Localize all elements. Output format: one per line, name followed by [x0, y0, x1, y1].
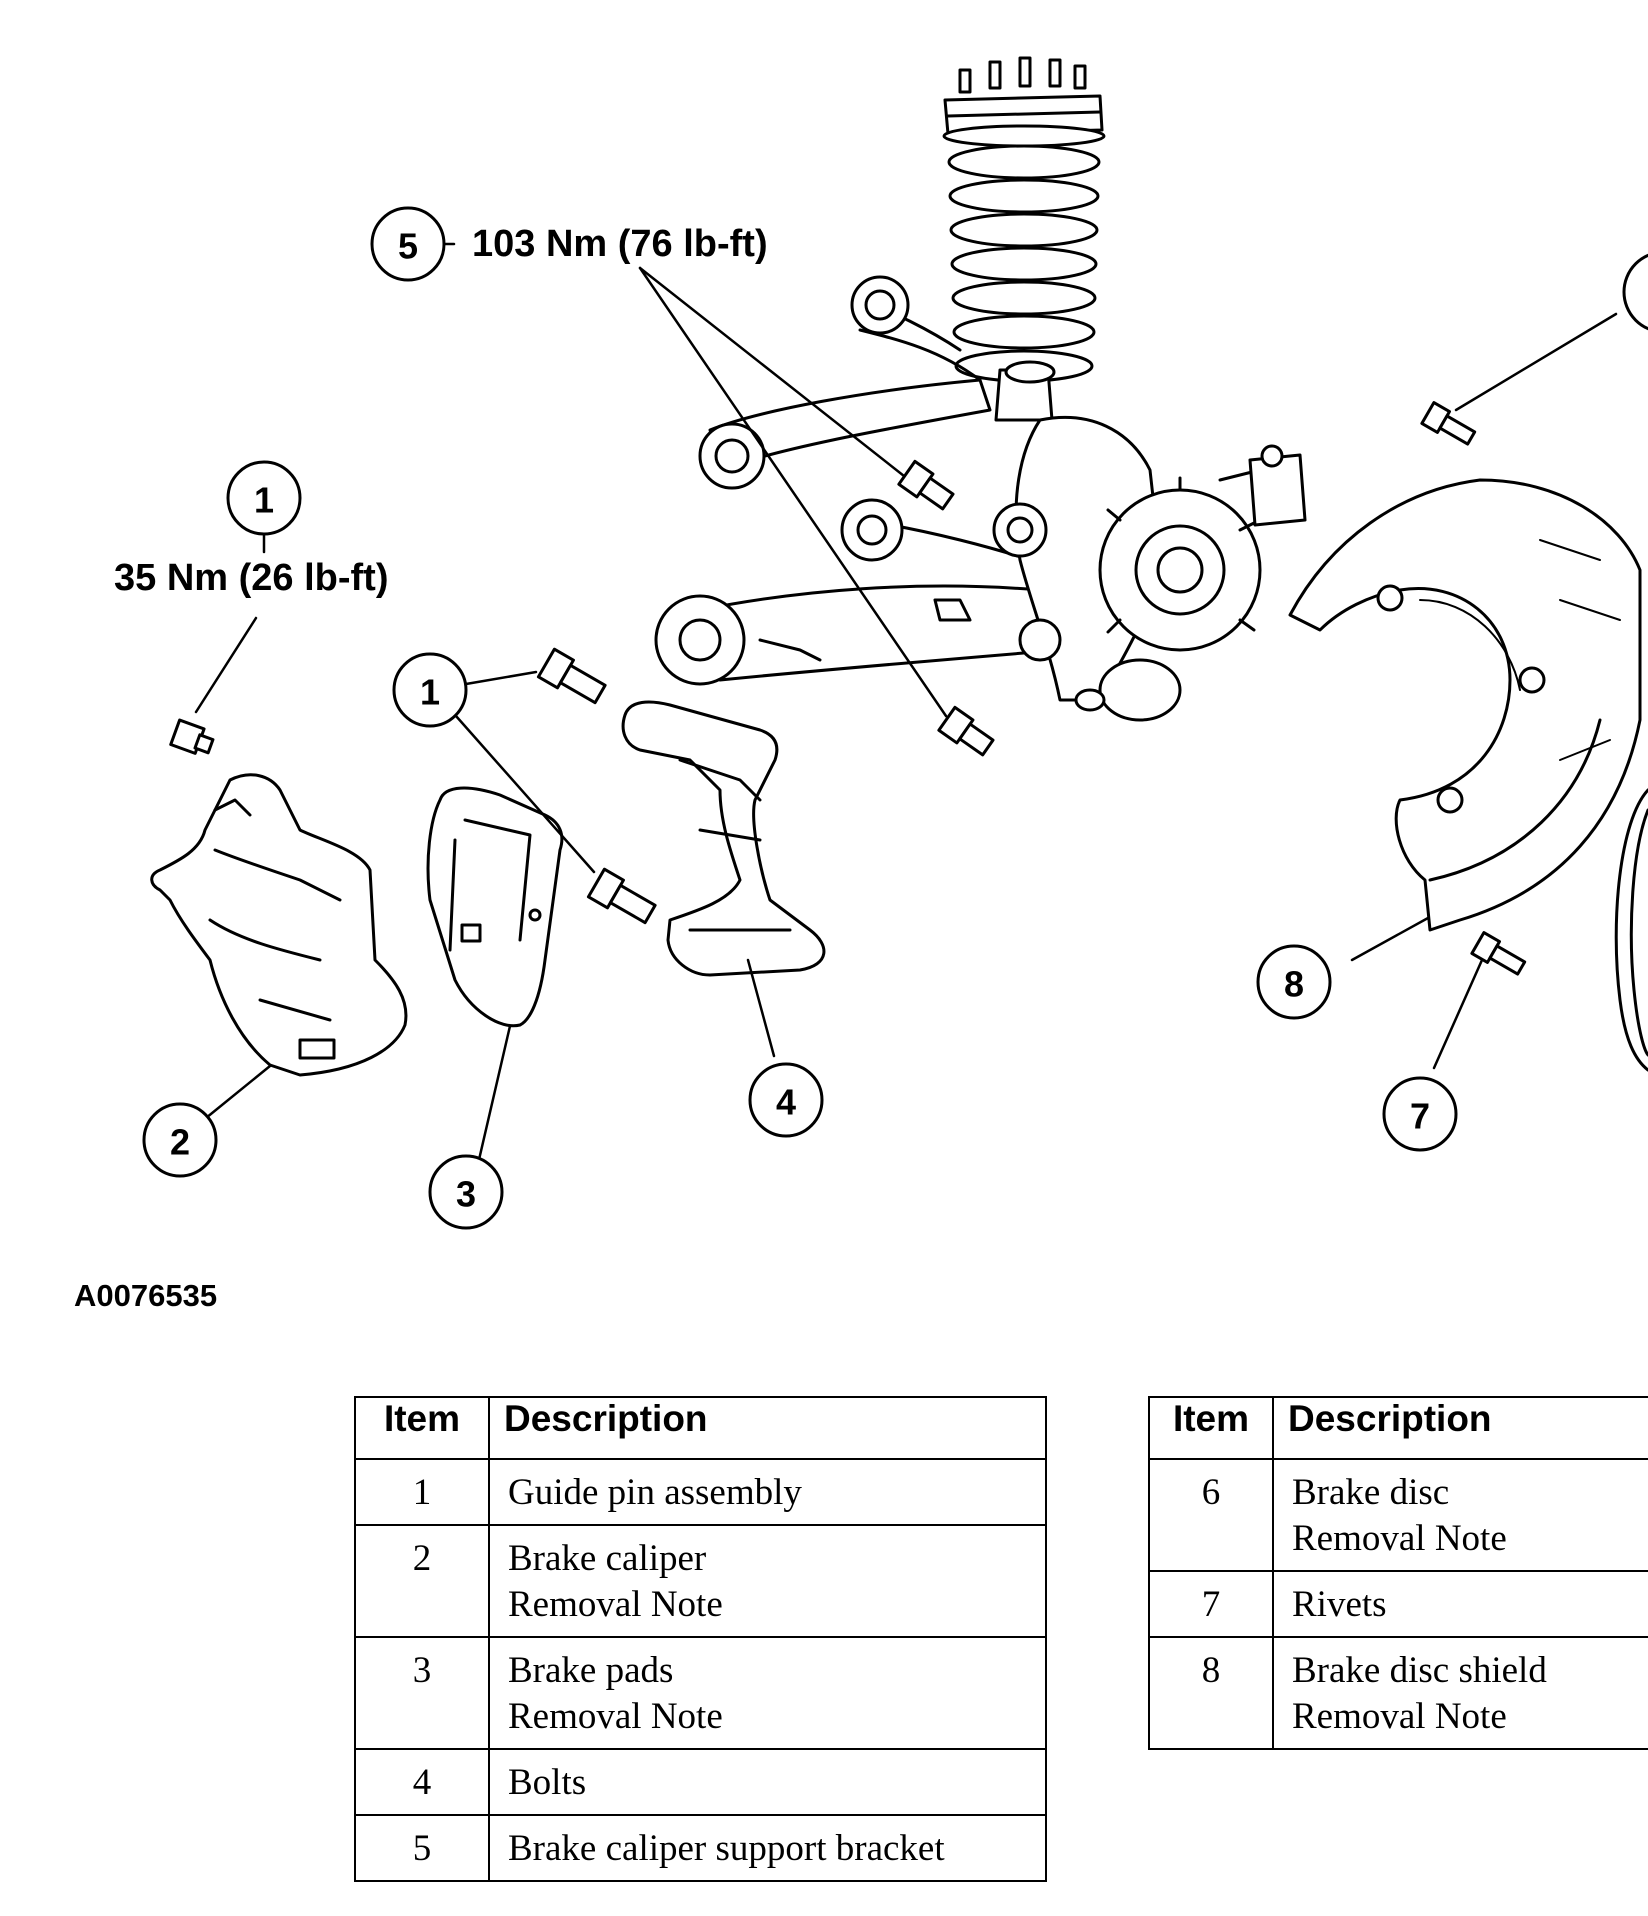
callout-circle-4	[748, 1062, 824, 1138]
description-text: Brake caliper	[508, 1538, 707, 1579]
item-number: 5	[354, 1814, 490, 1882]
table-row: 7 Rivets	[1148, 1570, 1648, 1638]
column-header-item: Item	[1148, 1396, 1274, 1460]
item-description: Bolts	[488, 1748, 1047, 1816]
leader-lines	[194, 242, 1618, 1166]
callout-circle-3	[428, 1154, 504, 1230]
guide-pins	[169, 647, 657, 925]
item-number: 1	[354, 1458, 490, 1526]
item-number: 6	[1148, 1458, 1274, 1572]
callout-circle-1-top	[226, 460, 302, 536]
brake-pads	[426, 786, 564, 1028]
table-header-row: Item Description	[354, 1396, 1047, 1460]
parts-table-left: Item Description 1 Guide pin assembly 2 …	[354, 1396, 1047, 1882]
callout-circles	[142, 206, 1648, 1230]
table-header-row: Item Description	[1148, 1396, 1648, 1460]
callout-5: 5	[398, 226, 418, 267]
removal-note-link[interactable]: Removal Note	[1292, 1696, 1507, 1737]
removal-note-link[interactable]: Removal Note	[508, 1696, 723, 1737]
item-description: Guide pin assembly	[488, 1458, 1047, 1526]
caliper-support-bracket	[621, 700, 826, 977]
table-row: 1 Guide pin assembly	[354, 1458, 1047, 1526]
callout-circle-2	[142, 1102, 218, 1178]
item-description: Rivets	[1272, 1570, 1648, 1638]
brake-disc-shield	[1288, 478, 1642, 932]
control-arms	[654, 275, 1062, 686]
callout-circle-6	[1622, 253, 1648, 331]
description-text: Brake disc	[1292, 1472, 1450, 1513]
item-number: 4	[354, 1748, 490, 1816]
brake-disc-edge	[1614, 788, 1648, 1072]
description-text: Guide pin assembly	[508, 1472, 802, 1513]
callout-circle-7	[1382, 1076, 1458, 1152]
exploded-view-diagram: 1 1 2 3 4 5 6 7 8 35 Nm (26 lb-ft) 103 N…	[114, 56, 1648, 1230]
callout-circle-1-mid	[392, 652, 468, 728]
callout-8: 8	[1284, 964, 1304, 1005]
item-description: Brake caliper support bracket	[488, 1814, 1047, 1882]
callout-1-top: 1	[254, 480, 274, 521]
torque-label-bracket-bolts: 103 Nm (76 lb-ft)	[472, 223, 768, 265]
removal-note-link[interactable]: Removal Note	[1292, 1518, 1507, 1559]
rivets	[1420, 401, 1527, 976]
table-row: 5 Brake caliper support bracket	[354, 1814, 1047, 1882]
item-number: 3	[354, 1636, 490, 1750]
callout-circle-8	[1256, 944, 1332, 1020]
brake-caliper	[150, 773, 408, 1077]
bracket-bolts	[897, 459, 995, 757]
column-header-item: Item	[354, 1396, 490, 1460]
item-number: 8	[1148, 1636, 1274, 1750]
description-text: Brake disc shield	[1292, 1650, 1547, 1691]
item-number: 7	[1148, 1570, 1274, 1638]
description-text: Brake caliper support bracket	[508, 1828, 945, 1869]
description-text: Brake pads	[508, 1650, 674, 1691]
callout-7: 7	[1410, 1096, 1430, 1137]
column-header-description: Description	[488, 1396, 1047, 1460]
removal-note-link[interactable]: Removal Note	[508, 1584, 723, 1625]
callout-3: 3	[456, 1174, 476, 1215]
item-number: 2	[354, 1524, 490, 1638]
figure-id: A0076535	[74, 1278, 218, 1313]
description-text: Bolts	[508, 1762, 587, 1803]
column-header-description: Description	[1272, 1396, 1648, 1460]
callout-circle-5	[370, 206, 446, 282]
callout-4: 4	[776, 1082, 796, 1123]
table-row: 4 Bolts	[354, 1748, 1047, 1816]
callout-2: 2	[170, 1122, 190, 1163]
knuckle-hub-assembly	[992, 415, 1307, 722]
callout-1-mid: 1	[420, 672, 440, 713]
strut-spring-assembly	[942, 56, 1106, 422]
torque-label-guide-pin: 35 Nm (26 lb-ft)	[114, 557, 388, 599]
description-text: Rivets	[1292, 1584, 1387, 1625]
